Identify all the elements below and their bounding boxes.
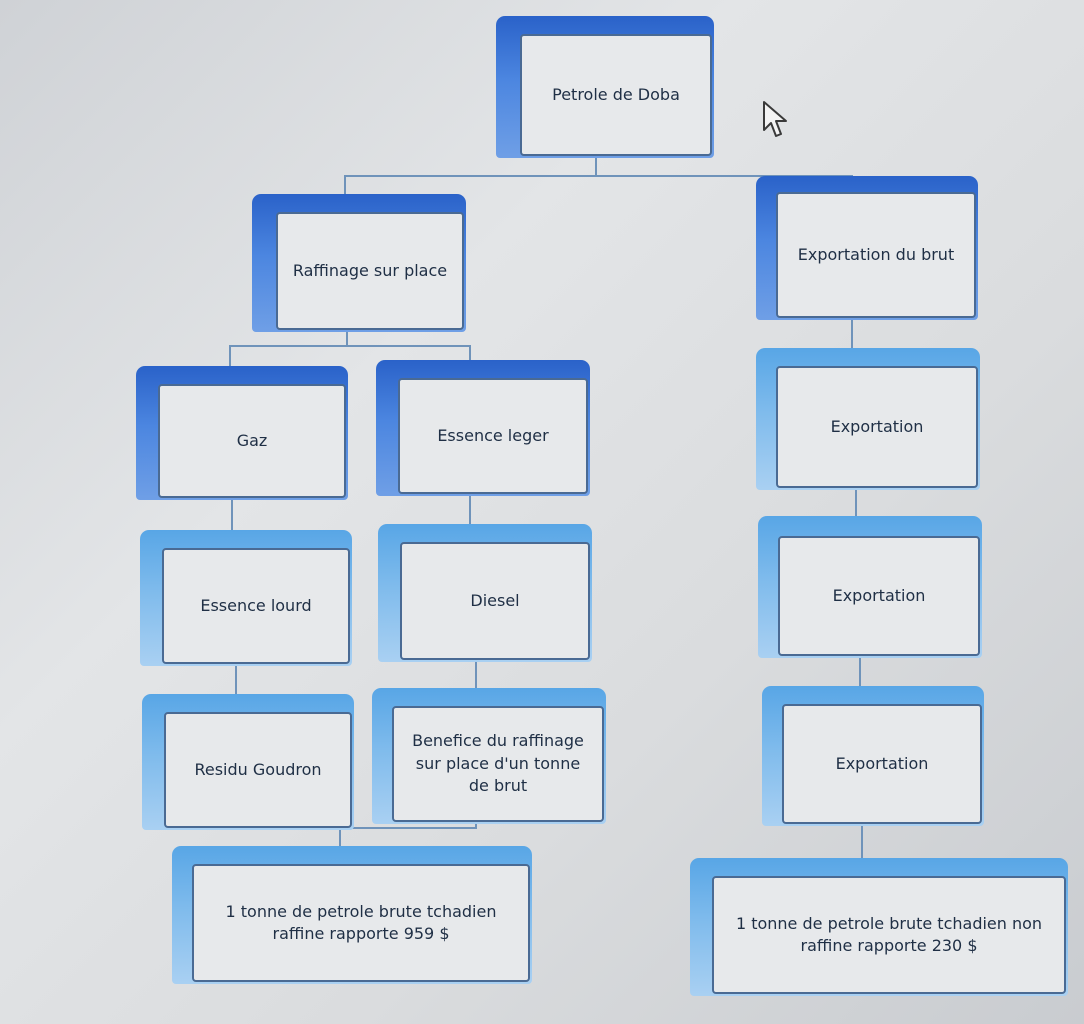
node-result-non-raffine-label: 1 tonne de petrole brute tchadien non ra… — [712, 876, 1066, 994]
node-gaz: Gaz — [136, 366, 348, 500]
node-exportation-3-label: Exportation — [782, 704, 982, 824]
node-exportation-brut-label: Exportation du brut — [776, 192, 976, 318]
node-exportation-brut: Exportation du brut — [756, 176, 978, 320]
node-residu-goudron-label: Residu Goudron — [164, 712, 352, 828]
node-benefice: Benefice du raffinage sur place d'un ton… — [372, 688, 606, 824]
node-essence-lourd: Essence lourd — [140, 530, 352, 666]
node-gaz-label: Gaz — [158, 384, 346, 498]
node-raffinage-label: Raffinage sur place — [276, 212, 464, 330]
node-diesel: Diesel — [378, 524, 592, 662]
node-root-label: Petrole de Doba — [520, 34, 712, 156]
node-diesel-label: Diesel — [400, 542, 590, 660]
node-exportation-2: Exportation — [758, 516, 982, 658]
node-essence-leger: Essence leger — [376, 360, 590, 496]
node-result-raffine-label: 1 tonne de petrole brute tchadien raffin… — [192, 864, 530, 982]
node-exportation-1-label: Exportation — [776, 366, 978, 488]
node-result-non-raffine: 1 tonne de petrole brute tchadien non ra… — [690, 858, 1068, 996]
node-root: Petrole de Doba — [496, 16, 714, 158]
node-essence-lourd-label: Essence lourd — [162, 548, 350, 664]
node-exportation-3: Exportation — [762, 686, 984, 826]
mouse-cursor-icon — [763, 101, 787, 137]
node-exportation-1: Exportation — [756, 348, 980, 490]
node-residu-goudron: Residu Goudron — [142, 694, 354, 830]
node-result-raffine: 1 tonne de petrole brute tchadien raffin… — [172, 846, 532, 984]
node-exportation-2-label: Exportation — [778, 536, 980, 656]
node-raffinage: Raffinage sur place — [252, 194, 466, 332]
node-essence-leger-label: Essence leger — [398, 378, 588, 494]
node-benefice-label: Benefice du raffinage sur place d'un ton… — [392, 706, 604, 822]
